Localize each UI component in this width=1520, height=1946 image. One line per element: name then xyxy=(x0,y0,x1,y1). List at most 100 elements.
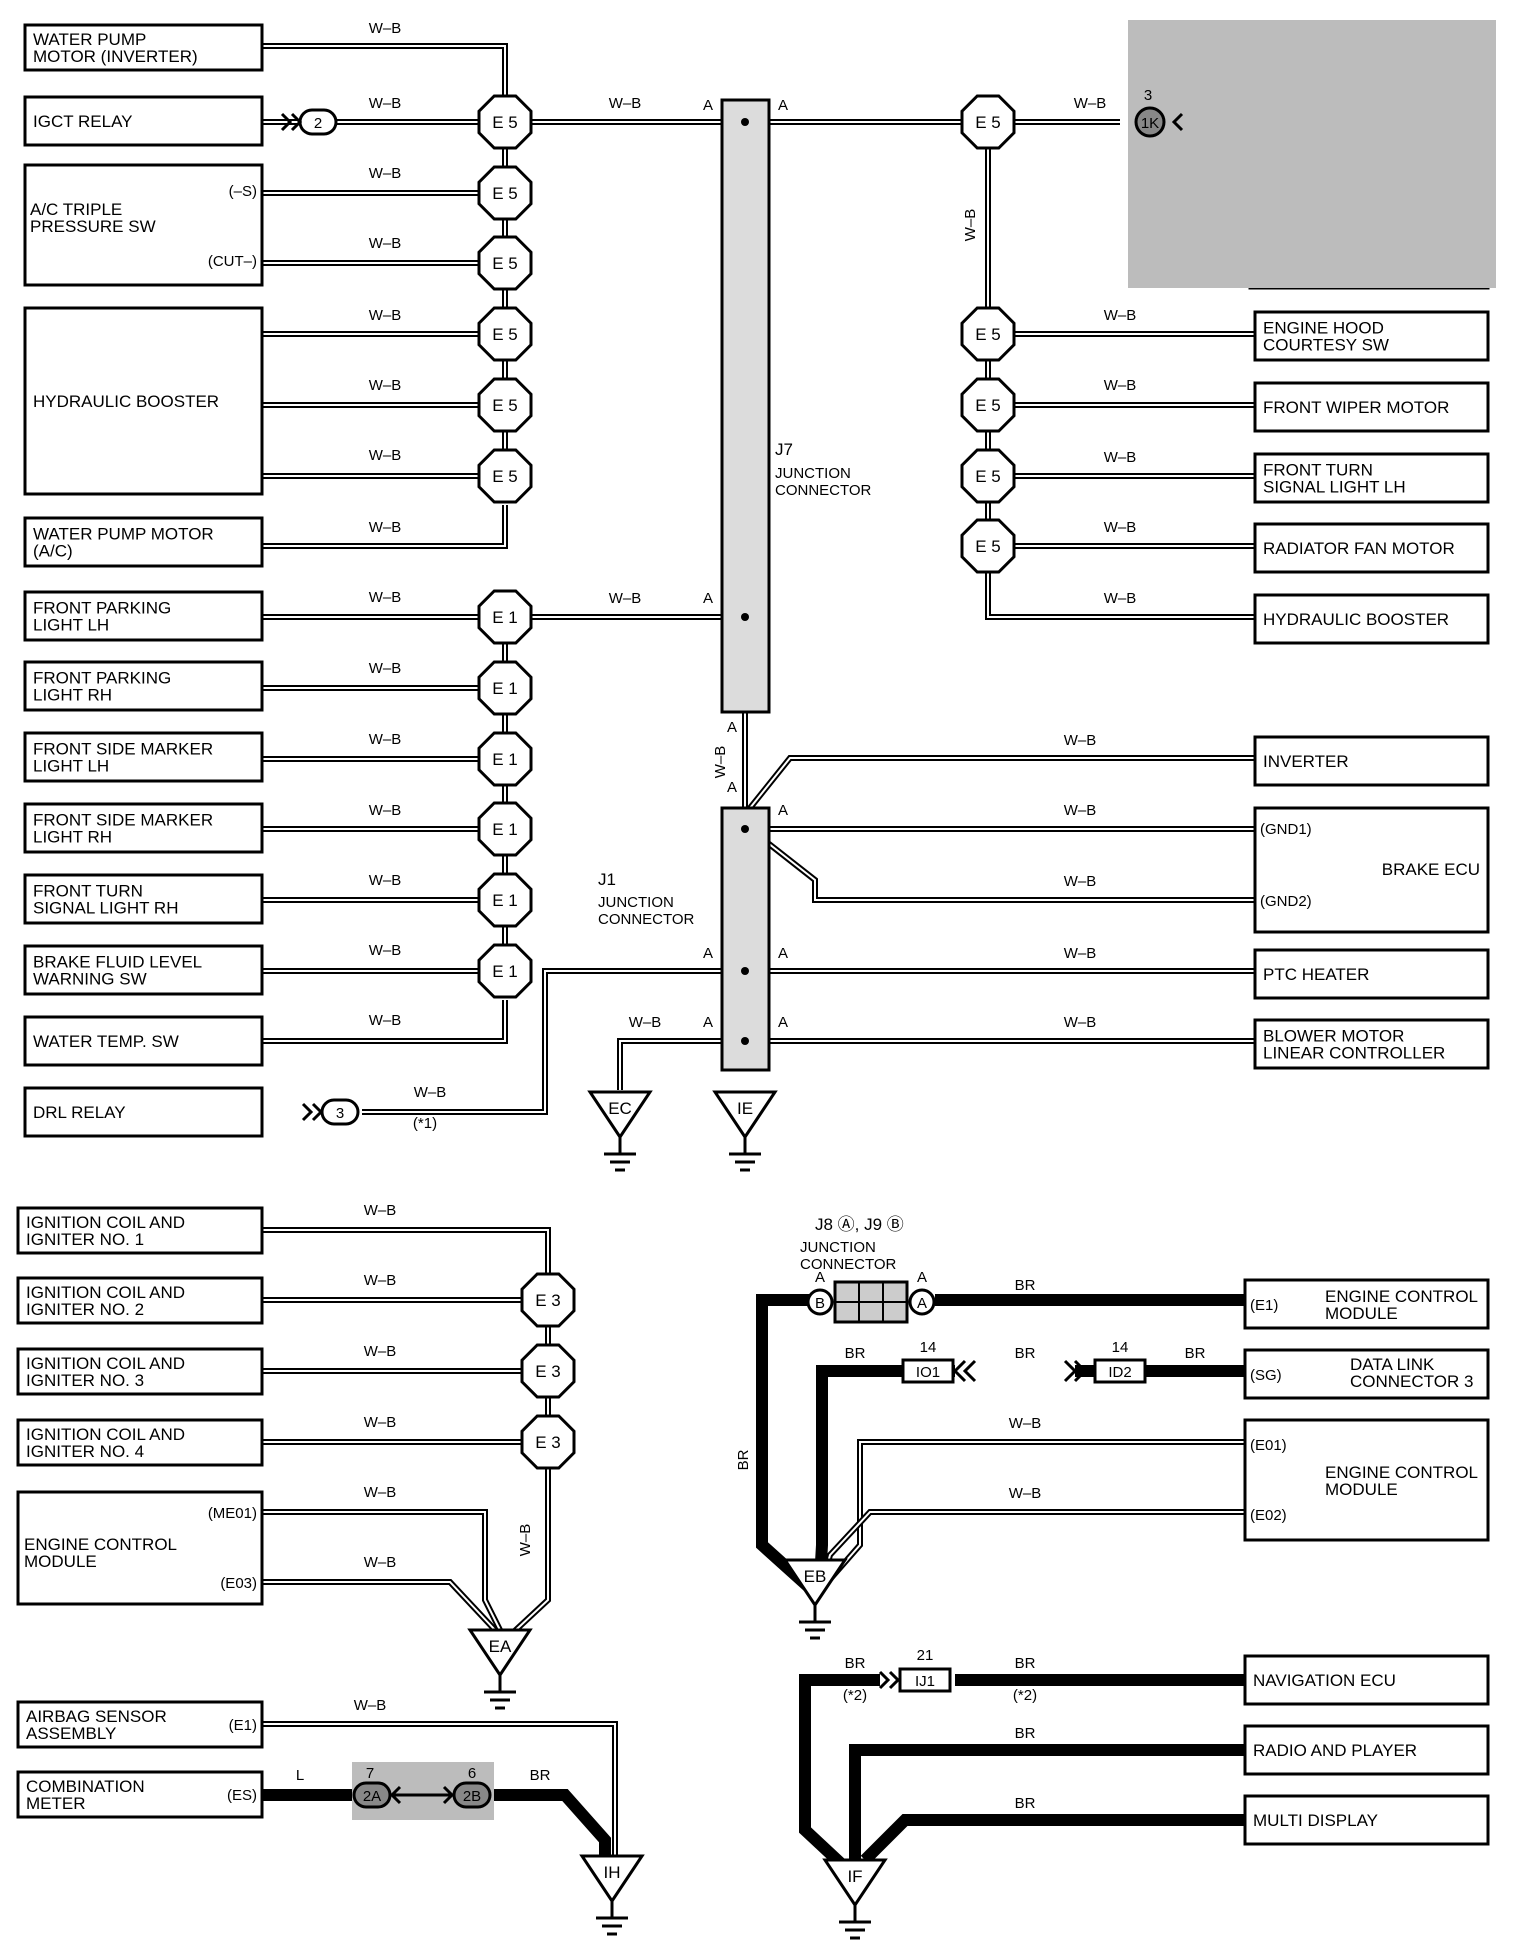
wire-label-right-2: W–B xyxy=(1104,377,1137,394)
wire-label-left-7: W–B xyxy=(369,519,402,536)
connector-e1-0 xyxy=(477,589,533,645)
box-left-10 xyxy=(23,944,264,996)
box-hydraulic-booster-left xyxy=(23,306,264,496)
wire-label-ecm-e01: W–B xyxy=(1009,1415,1042,1432)
wire-label-right-3: W–B xyxy=(1104,449,1137,466)
pin-cut-minus: (CUT–) xyxy=(208,253,257,270)
box-airbag-sensor xyxy=(16,1700,264,1749)
connector-e5-right-2-label: E 5 xyxy=(975,467,1001,486)
pin-sg: (SG) xyxy=(1250,1367,1282,1384)
box-ac-triple-pressure-sw xyxy=(23,163,264,287)
connector-e5-right-top xyxy=(960,94,1016,150)
ground-eb-label: EB xyxy=(804,1567,827,1586)
brake-ecu-label: BRAKE ECU xyxy=(1382,860,1480,879)
ground-ie xyxy=(712,1090,778,1140)
pin-j9-a-top: A xyxy=(917,1269,927,1286)
pin-a-right-1: A xyxy=(778,802,788,819)
connector-e5-right-2 xyxy=(960,448,1016,504)
connector-1k-pin: 3 xyxy=(1144,87,1152,104)
ground-ec-label: EC xyxy=(608,1099,632,1118)
connector-ij1-label: IJ1 xyxy=(915,1673,935,1690)
connector-2b-pin: 6 xyxy=(468,1765,476,1782)
wire-label-left-13: W–B xyxy=(369,942,402,959)
connector-e3-1 xyxy=(520,1343,576,1399)
dynamic-elements: (–S)(CUT–)23(*1)E 5E 5E 5E 5E 5E 5E 1E 1… xyxy=(208,20,1480,1940)
box-ecm-right-1 xyxy=(1243,1278,1490,1330)
pin-e02: (E02) xyxy=(1250,1507,1287,1524)
connector-id2-pin: 14 xyxy=(1112,1339,1129,1356)
pin-b-circle xyxy=(806,1288,834,1316)
connector-e1-3-label: E 1 xyxy=(492,820,518,839)
wire-label-nav-left: BR xyxy=(845,1655,866,1672)
box-left-11-label: WATER TEMP. SW xyxy=(33,1032,179,1051)
box-ignition-2 xyxy=(16,1276,264,1325)
wire-label-e1-j7: W–B xyxy=(609,590,642,607)
box-hydraulic-booster-left-label: HYDRAULIC BOOSTER xyxy=(33,392,219,411)
connector-e3-0 xyxy=(520,1272,576,1328)
box-navigation-ecu xyxy=(1243,1654,1490,1706)
wire-label-right-6: W–B xyxy=(1064,732,1097,749)
box-blower-motor xyxy=(1253,1018,1490,1070)
wire-label-left-3: W–B xyxy=(369,235,402,252)
box-left-8 xyxy=(23,802,264,854)
ground-ec-symbol xyxy=(604,1137,636,1172)
junction-connector-j7 xyxy=(720,98,771,714)
wire-label-j7-in: W–B xyxy=(609,95,642,112)
connector-e5-right-3-label: E 5 xyxy=(975,537,1001,556)
connector-id2 xyxy=(1093,1358,1147,1384)
wire-label-left-0: W–B xyxy=(369,20,402,37)
connector-e5-left-4 xyxy=(477,377,533,433)
connector-e1-2-label: E 1 xyxy=(492,750,518,769)
pin-es: (ES) xyxy=(227,1787,257,1804)
wire-label-left-11: W–B xyxy=(369,802,402,819)
box-left-11 xyxy=(23,1015,264,1067)
box-left-6 xyxy=(23,660,264,712)
connector-e5-right-top-label: E 5 xyxy=(975,113,1001,132)
connector-e5-left-5 xyxy=(477,448,533,504)
ground-ih xyxy=(579,1854,645,1904)
box-water-pump-ac-label: WATER PUMP MOTOR(A/C) xyxy=(33,525,214,561)
pin-gnd1: (GND1) xyxy=(1260,821,1312,838)
ground-ec xyxy=(587,1090,653,1140)
box-water-pump-inverter xyxy=(23,23,264,72)
pin-a-left-1: A xyxy=(703,590,713,607)
wire-label-left-10: W–B xyxy=(369,731,402,748)
box-inverter xyxy=(1253,735,1490,787)
connector-io1-label: IO1 xyxy=(916,1364,940,1381)
connector-e5-left-1 xyxy=(477,165,533,221)
wire-label-left-1: W–B xyxy=(369,95,402,112)
box-engine-hood-sw xyxy=(1253,310,1490,362)
ground-if xyxy=(822,1858,888,1908)
connector-2a-label: 2A xyxy=(363,1788,381,1805)
box-ignition-4 xyxy=(16,1418,264,1467)
box-ignition-3 xyxy=(16,1347,264,1396)
box-left-5 xyxy=(23,590,264,642)
pin-drl-3-label: 3 xyxy=(336,1105,344,1122)
connector-e5-left-1-label: E 5 xyxy=(492,184,518,203)
wire-label-br-1: BR xyxy=(845,1345,866,1362)
connector-e3-2 xyxy=(520,1414,576,1470)
connector-io1-pin: 14 xyxy=(920,1339,937,1356)
pin-a-circle-label: A xyxy=(917,1295,927,1312)
pin-ecm-e1: (E1) xyxy=(1250,1297,1278,1314)
wire-label-right-10: W–B xyxy=(1064,1014,1097,1031)
wire-label-ec: W–B xyxy=(629,1014,662,1031)
wire-label-ign-3: W–B xyxy=(364,1414,397,1431)
pin-a-left-3: A xyxy=(703,1014,713,1031)
splice-point-0 xyxy=(741,118,749,126)
ground-ea-label: EA xyxy=(489,1637,512,1656)
pin-a-left-2: A xyxy=(703,945,713,962)
pin-a-left-0: A xyxy=(703,97,713,114)
connector-2b-label: 2B xyxy=(463,1788,481,1805)
box-igct-relay-label: IGCT RELAY xyxy=(33,112,133,131)
